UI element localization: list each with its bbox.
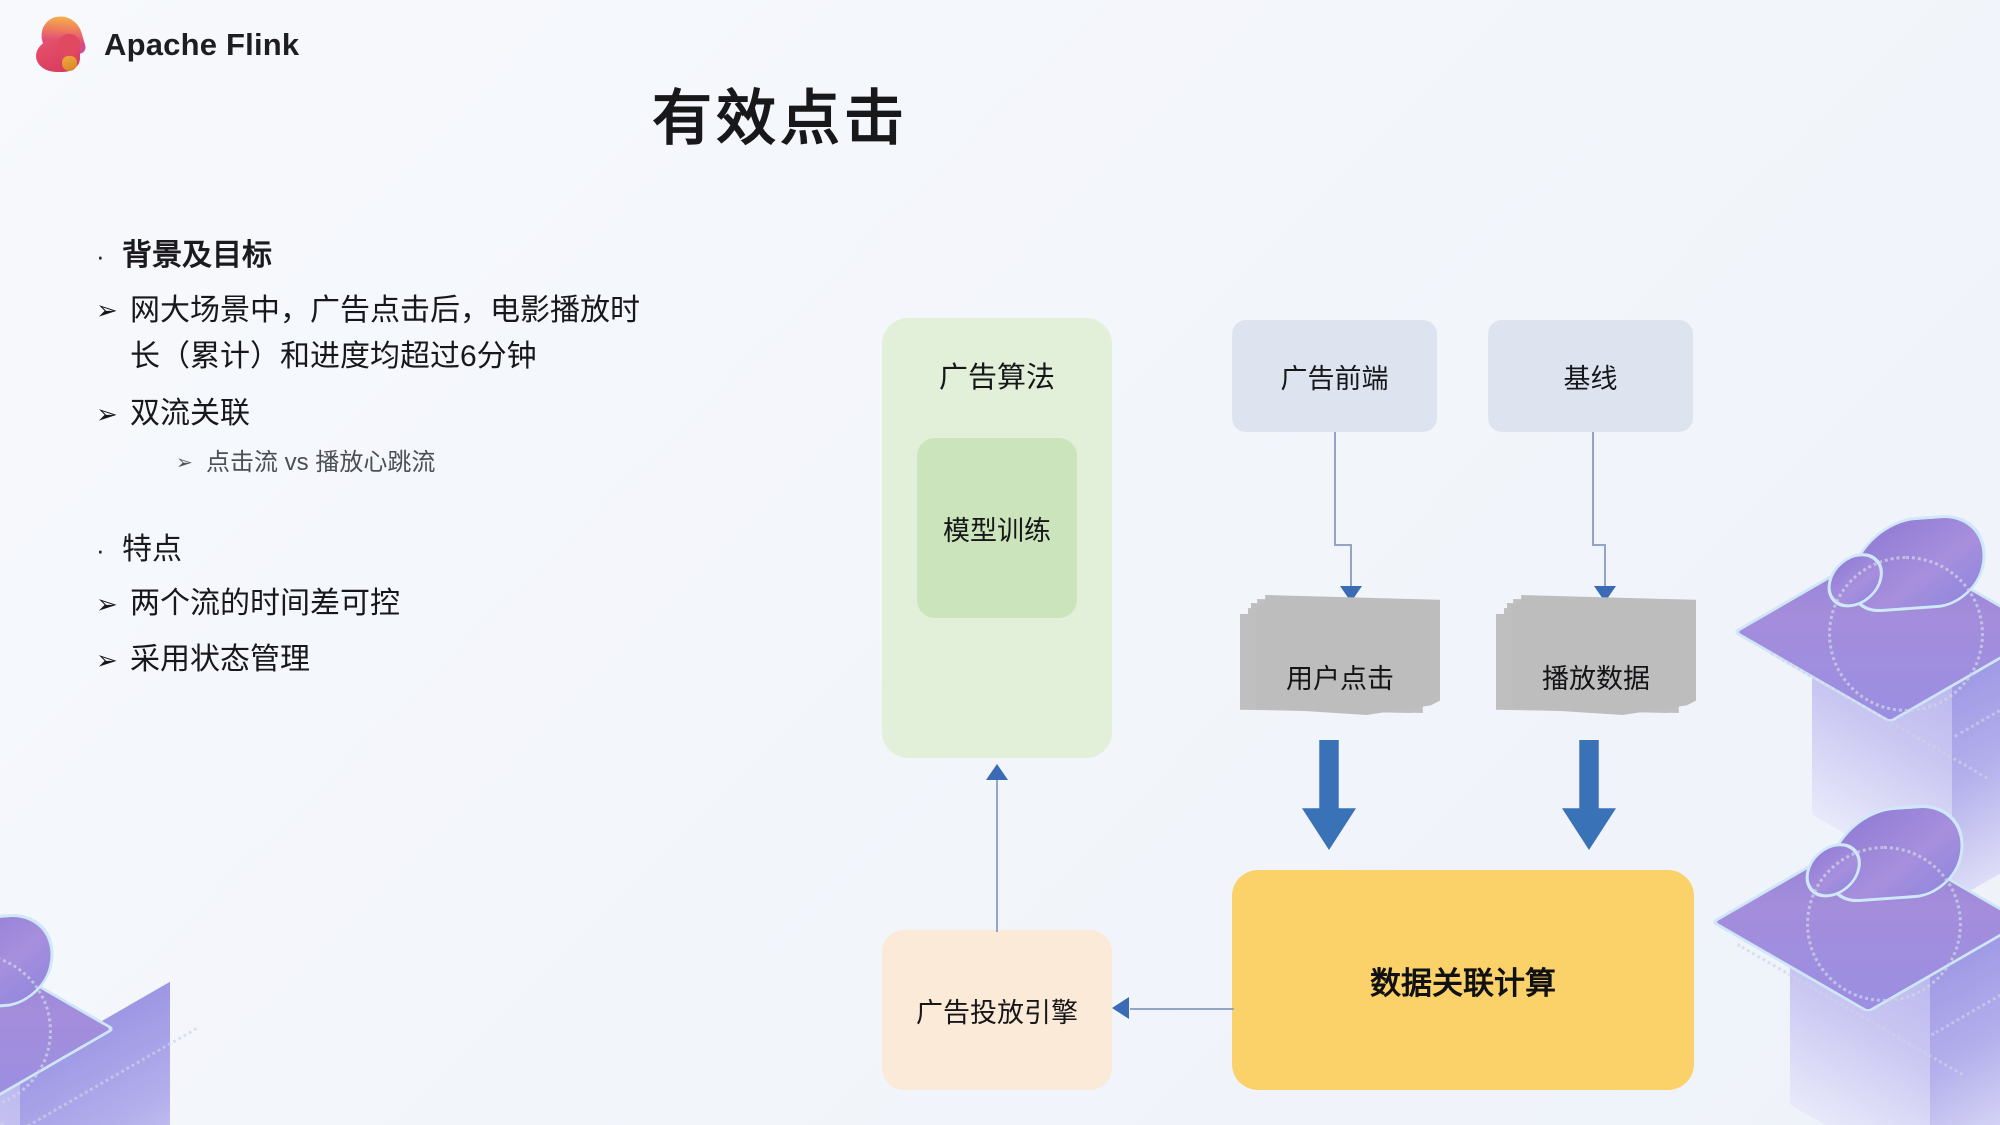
flow-arrow-play-to-join-icon bbox=[1562, 740, 1616, 850]
bullet-item-dual-stream-join: ➢ 双流关联 bbox=[96, 392, 656, 436]
architecture-diagram: 广告算法 模型训练 广告前端 基线 用户点击 播放数据 bbox=[840, 290, 1740, 1090]
diagram-node-user-click[interactable]: 用户点击 bbox=[1240, 595, 1440, 735]
bullet-subitem-click-vs-heartbeat: ➢ 点击流 vs 播放心跳流 bbox=[176, 446, 656, 480]
connector-engine-to-algo-arrowhead-icon bbox=[986, 764, 1008, 780]
bullet-item-label: 两个流的时间差可控 bbox=[130, 587, 400, 620]
brand-name: Apache Flink bbox=[104, 27, 300, 62]
brand-logo-block: Apache Flink bbox=[28, 11, 300, 76]
connector-join-to-engine-line bbox=[1130, 1008, 1234, 1010]
connector-baseline-seg-v2 bbox=[1604, 544, 1606, 590]
diagram-node-ad-algorithm[interactable]: 广告算法 模型训练 bbox=[882, 318, 1112, 758]
bullet-dot-icon: · bbox=[96, 241, 105, 271]
page-title-text: 有效点击 bbox=[652, 84, 908, 154]
bullet-heading-background-goal: · 背景及目标 bbox=[96, 236, 656, 276]
connector-join-to-engine-arrowhead-icon bbox=[1112, 997, 1129, 1019]
bullet-item-label: 网大场景中，广告点击后，电影播放时长（累计）和进度均超过6分钟 bbox=[130, 294, 640, 373]
diagram-node-data-join-compute[interactable]: 数据关联计算 bbox=[1232, 870, 1694, 1090]
bullet-item-label: 双流关联 bbox=[130, 397, 250, 430]
flow-arrow-click-to-join-icon bbox=[1302, 740, 1356, 850]
bullet-item-scene-desc: ➢ 网大场景中，广告点击后，电影播放时长（累计）和进度均超过6分钟 bbox=[96, 288, 656, 380]
bullet-arrow-icon: ➢ bbox=[96, 399, 118, 429]
diagram-node-baseline[interactable]: 基线 bbox=[1488, 320, 1693, 432]
diagram-node-model-training[interactable]: 模型训练 bbox=[917, 438, 1077, 618]
diagram-node-ad-delivery-engine[interactable]: 广告投放引擎 bbox=[882, 930, 1112, 1090]
diagram-node-user-click-label: 用户点击 bbox=[1286, 664, 1394, 694]
bullet-heading-label: 背景及目标 bbox=[122, 239, 272, 272]
connector-baseline-seg-v1 bbox=[1592, 432, 1594, 544]
bullet-arrow-icon: ➢ bbox=[96, 589, 118, 619]
bullet-item-time-gap-controllable: ➢ 两个流的时间差可控 bbox=[96, 582, 656, 626]
connector-engine-to-algo-line bbox=[996, 780, 998, 932]
bullet-list: · 背景及目标 ➢ 网大场景中，广告点击后，电影播放时长（累计）和进度均超过6分… bbox=[96, 236, 656, 688]
diagram-node-play-data-label: 播放数据 bbox=[1542, 664, 1650, 694]
diagram-node-ad-frontend[interactable]: 广告前端 bbox=[1232, 320, 1437, 432]
connector-frontend-seg-v1 bbox=[1334, 432, 1336, 544]
bullet-subitem-label: 点击流 vs 播放心跳流 bbox=[206, 449, 436, 476]
bullet-dot-icon: · bbox=[96, 535, 105, 565]
bullet-section-spacer bbox=[96, 486, 656, 530]
bullet-item-label: 采用状态管理 bbox=[130, 643, 310, 676]
connector-baseline-seg-h bbox=[1592, 544, 1606, 546]
page-title: 有效点击 bbox=[0, 70, 2000, 157]
bullet-arrow-icon: ➢ bbox=[176, 452, 193, 474]
diagram-node-play-data[interactable]: 播放数据 bbox=[1496, 595, 1696, 735]
bullet-heading-features: · 特点 bbox=[96, 530, 656, 570]
bullet-arrow-icon: ➢ bbox=[96, 645, 118, 675]
diagram-node-ad-algorithm-label: 广告算法 bbox=[938, 362, 1055, 394]
connector-frontend-seg-h bbox=[1334, 544, 1352, 546]
connector-frontend-seg-v2 bbox=[1350, 544, 1352, 590]
bullet-arrow-icon: ➢ bbox=[96, 295, 118, 325]
bullet-heading-label: 特点 bbox=[122, 533, 182, 566]
flink-squirrel-logo-icon bbox=[28, 11, 90, 76]
bullet-item-state-management: ➢ 采用状态管理 bbox=[96, 638, 656, 682]
